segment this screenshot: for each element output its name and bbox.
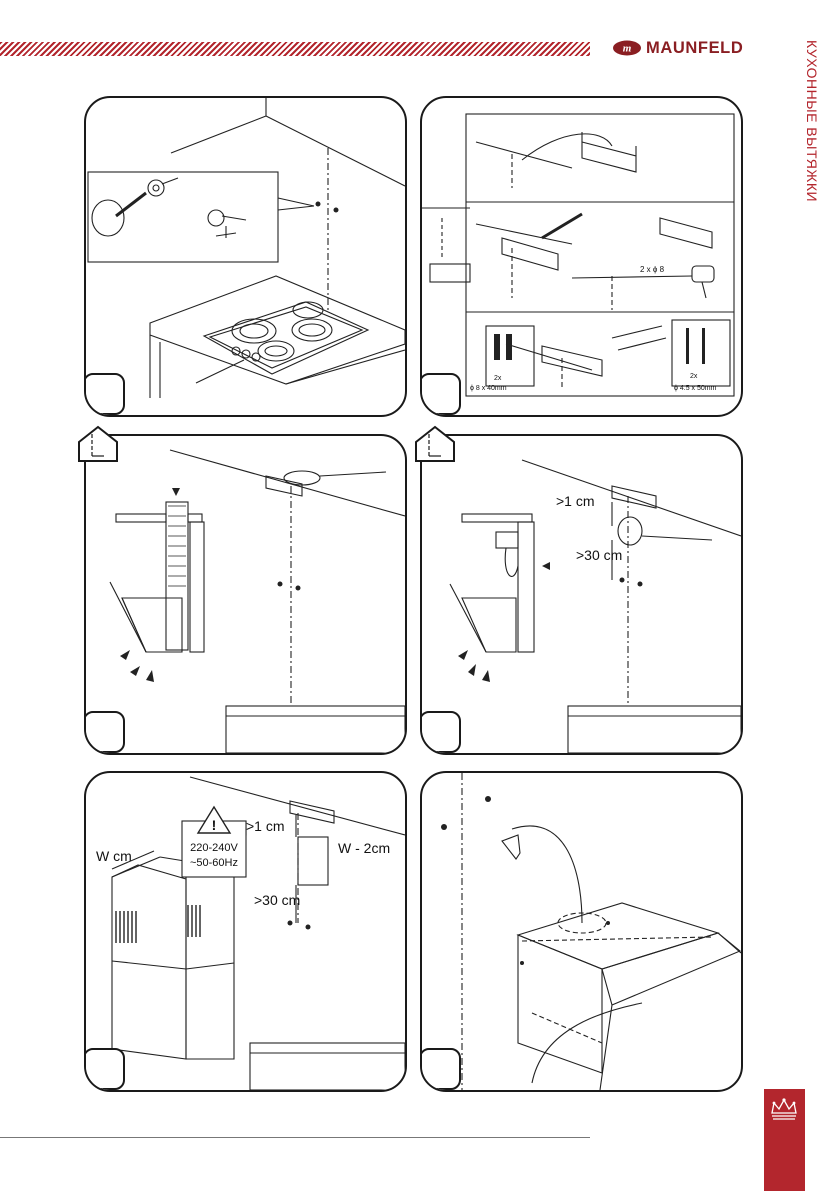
screw-qty-label: 2x [690, 373, 698, 380]
illustration-chimney-dimensions: ! 220-240V ~50-60Hz W cm >1 cm W - 2cm >… [96, 776, 405, 1090]
brand-logo: m MAUNFELD [612, 37, 743, 59]
house-icon [78, 425, 118, 462]
brand-name: MAUNFELD [646, 38, 744, 57]
gap-top-label: >1 cm [556, 493, 595, 509]
gap-bottom-label: >30 cm [254, 892, 300, 908]
house-recirculation-icon [415, 425, 455, 462]
frequency-label: ~50-60Hz [190, 857, 238, 869]
step-number-box-6 [422, 1048, 461, 1090]
svg-text:!: ! [212, 817, 217, 833]
section-title: КУХОННЫЕ ВЫТЯЖКИ [794, 40, 830, 230]
step-panel-3 [84, 434, 407, 755]
section-title-text: КУХОННЫЕ ВЫТЯЖКИ [804, 40, 820, 203]
footer-rule [0, 1137, 590, 1138]
step-panel-2: 2 x ϕ 8 2x ϕ 8 x 40mm 2x ϕ 4.5 x 50mm [420, 96, 743, 417]
step-panel-5: ! 220-240V ~50-60Hz W cm >1 cm W - 2cm >… [84, 771, 407, 1092]
illustration-recirculation: >1 cm >30 cm [449, 459, 741, 753]
illustration-duct-exhaust [109, 449, 405, 753]
step-number-box-1 [86, 373, 125, 415]
maunfeld-m-logo-icon: m [613, 40, 641, 56]
header-hatch-band [0, 42, 590, 56]
step-number-box-5 [86, 1048, 125, 1090]
crown-tab [764, 1089, 805, 1191]
screw-size-label: ϕ 4.5 x 50mm [674, 385, 717, 392]
step-number-box-2 [422, 373, 461, 415]
step-panel-6 [420, 771, 743, 1092]
drill-size-label: 2 x ϕ 8 [640, 265, 665, 274]
gap-top-label: >1 cm [246, 818, 285, 834]
width-label: W cm [96, 848, 132, 864]
illustration-bracket-drilling: 2 x ϕ 8 2x ϕ 8 x 40mm 2x ϕ 4.5 x 50mm [422, 113, 735, 397]
voltage-label: 220-240V [190, 842, 238, 854]
step-panel-4: >1 cm >30 cm [420, 434, 743, 755]
gap-bottom-label: >30 cm [576, 547, 622, 563]
dowel-size-label: ϕ 8 x 40mm [470, 385, 507, 392]
crown-icon [771, 1098, 797, 1120]
svg-text:m: m [623, 43, 632, 55]
warning-triangle-icon [196, 805, 232, 834]
illustration-wall-cooktop [87, 98, 405, 398]
dowel-qty-label: 2x [494, 375, 502, 382]
step-number-box-4 [422, 711, 461, 753]
step-number-box-3 [86, 711, 125, 753]
illustration-hood-hanging [441, 773, 741, 1090]
step-panel-1 [84, 96, 407, 417]
width-minus-label: W - 2cm [338, 840, 390, 856]
